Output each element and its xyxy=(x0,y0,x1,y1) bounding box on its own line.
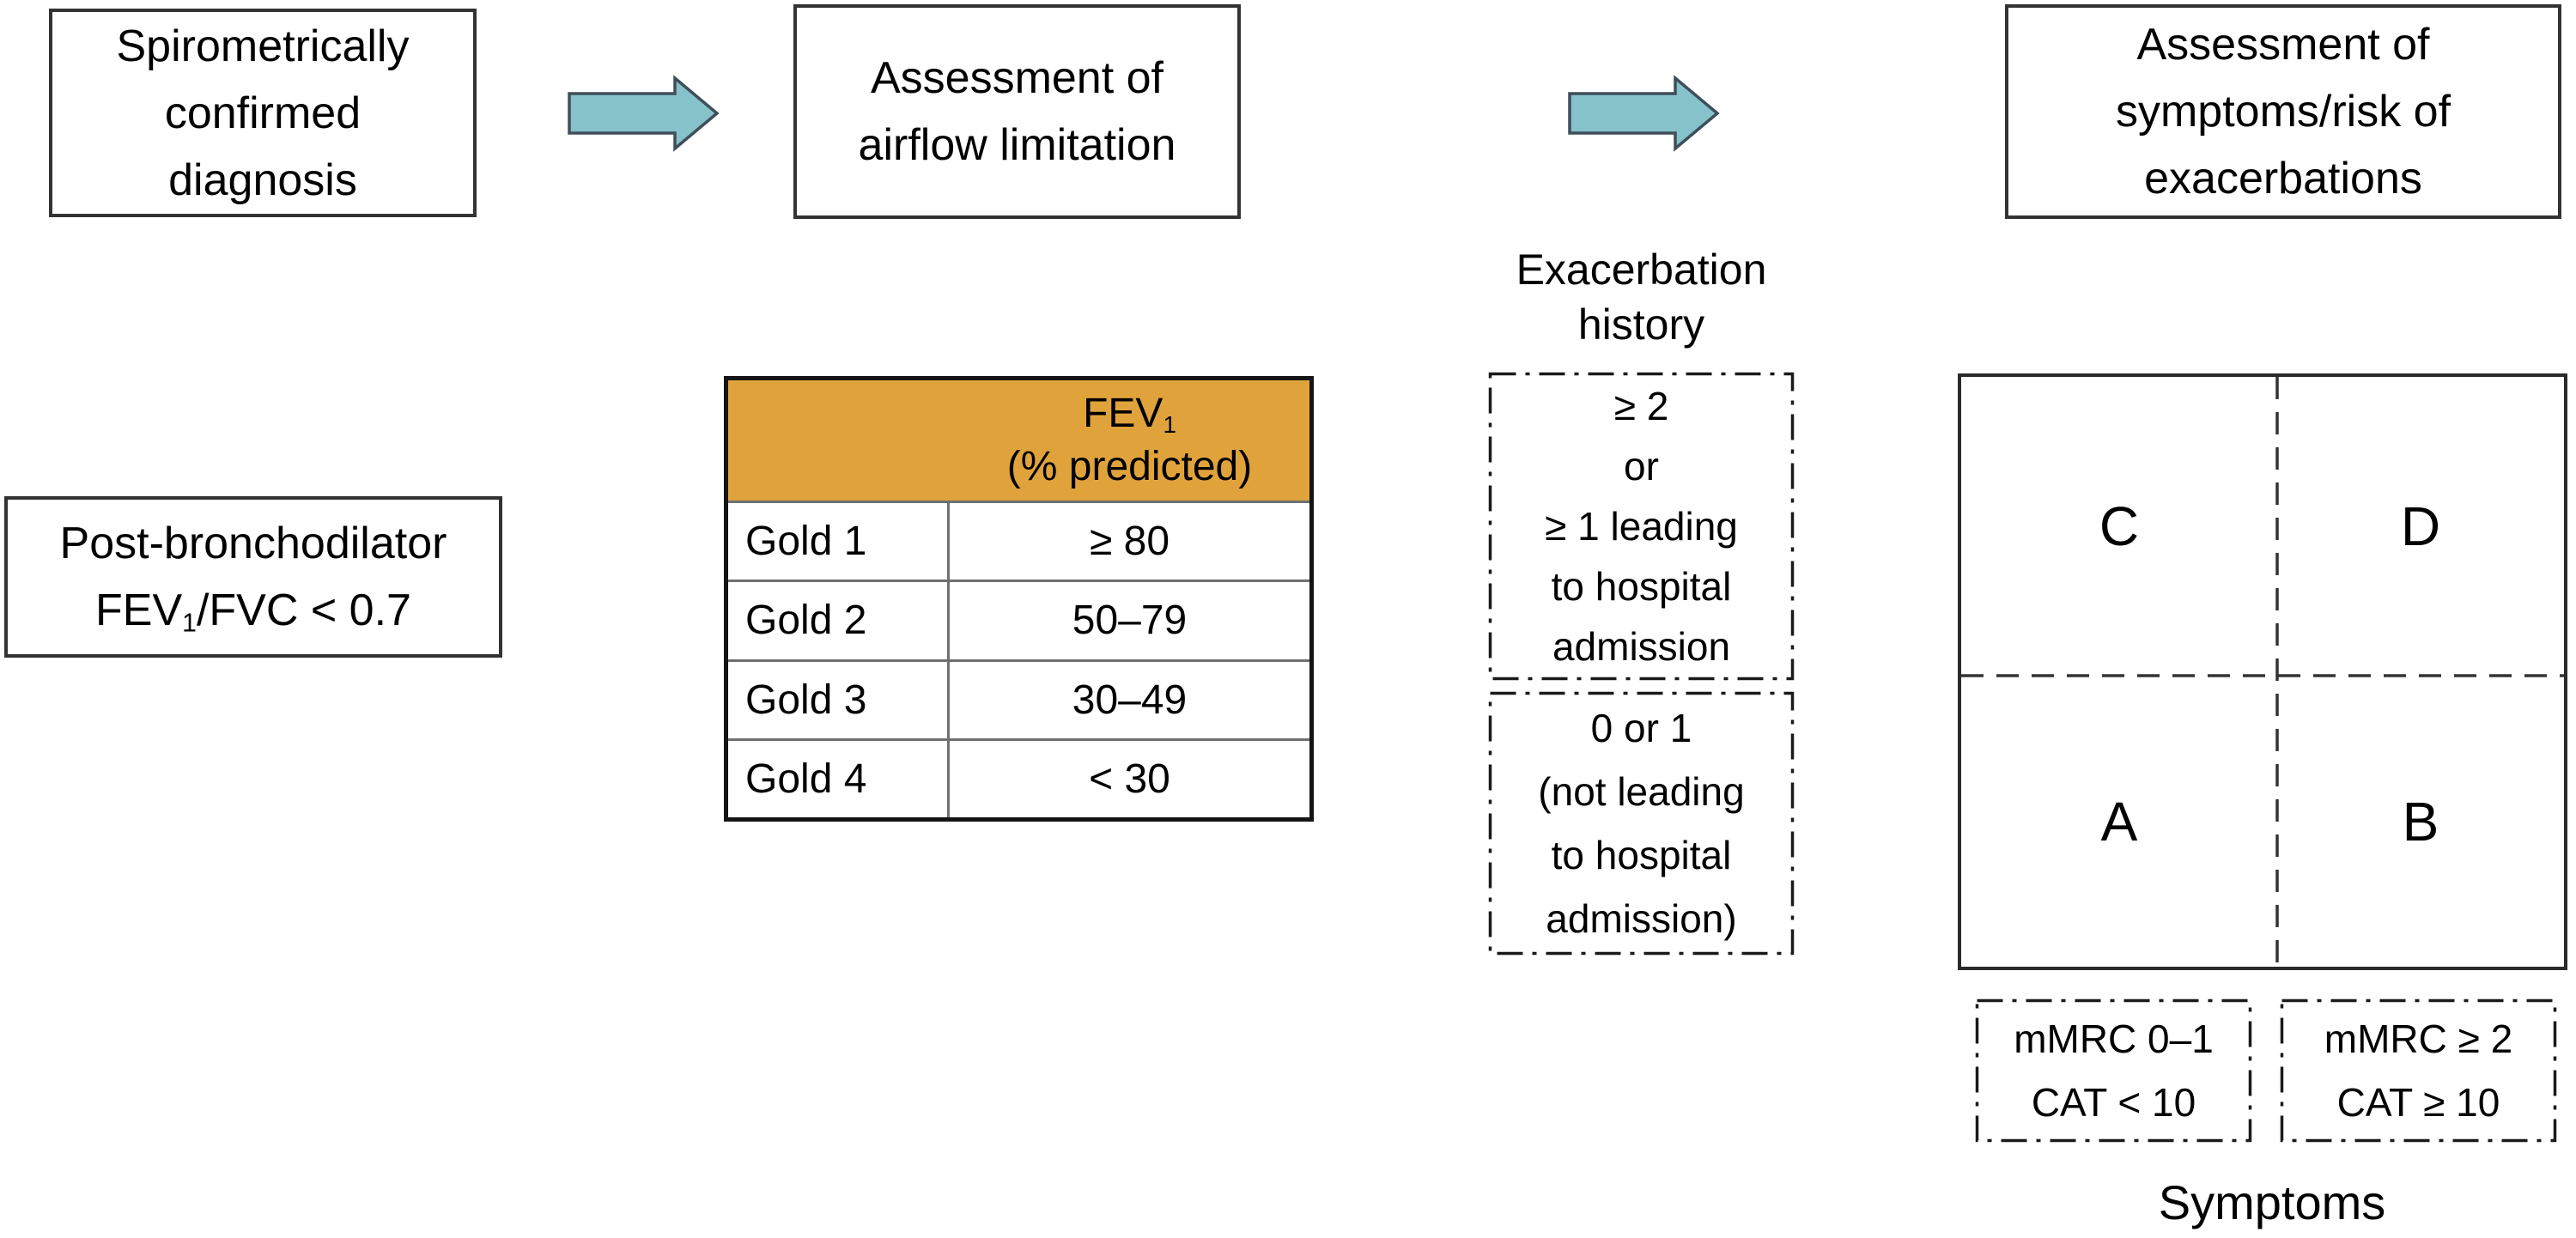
airflow-limitation-box: Assessment of airflow limitation xyxy=(793,4,1241,219)
gold-grade-cell: Gold 1 xyxy=(728,503,950,580)
quadrant-dividers xyxy=(1961,377,2564,967)
symptoms-high-box: mMRC ≥ 2 CAT ≥ 10 xyxy=(2280,998,2557,1143)
exacerbation-history-label: Exacerbation history xyxy=(1516,246,1767,349)
post-bronchodilator-box: Post-bronchodilator FEV1/FVC < 0.7 xyxy=(4,496,502,658)
flow-arrow-2-icon xyxy=(1568,75,1720,152)
gold-table-header: FEV1 (% predicted) xyxy=(728,380,1309,501)
exacerbation-high-risk-box: ≥ 2 or ≥ 1 leading to hospital admission xyxy=(1488,372,1795,681)
spirometric-diagnosis-text: Spirometrically confirmed diagnosis xyxy=(116,21,410,205)
table-row: Gold 2 50–79 xyxy=(728,580,1309,659)
symptoms-risk-text: Assessment of symptoms/risk of exacerbat… xyxy=(2115,20,2451,203)
dash-dot-border xyxy=(2280,998,2557,1143)
exacerbation-low-risk-box: 0 or 1 (not leading to hospital admissio… xyxy=(1488,691,1795,956)
arrow-right-icon xyxy=(568,75,720,152)
table-row: Gold 3 30–49 xyxy=(728,658,1309,738)
quadrant-cell-c: C xyxy=(2099,495,2140,557)
airflow-limitation-text: Assessment of airflow limitation xyxy=(858,53,1176,170)
fev-value-cell: < 30 xyxy=(1089,756,1170,802)
dash-dot-border xyxy=(1488,372,1795,681)
arrow-right-icon xyxy=(1568,75,1720,152)
gold-grade-cell: Gold 4 xyxy=(728,740,950,817)
gold-grade-cell: Gold 3 xyxy=(728,661,950,738)
symptoms-risk-box: Assessment of symptoms/risk of exacerbat… xyxy=(2005,4,2561,219)
post-bronchodilator-text: Post-bronchodilator FEV1/FVC < 0.7 xyxy=(59,519,447,638)
quadrant-cell-b: B xyxy=(2402,790,2439,853)
table-row: Gold 4 < 30 xyxy=(728,737,1309,817)
abcd-quadrant: C D A B xyxy=(1958,373,2567,970)
symptoms-low-text: mMRC 0–1 CAT < 10 xyxy=(2014,1016,2214,1125)
spirometric-diagnosis-box: Spirometrically confirmed diagnosis xyxy=(49,9,477,217)
dash-dot-border xyxy=(1488,691,1795,956)
gold-grade-table: FEV1 (% predicted) Gold 1 ≥ 80 Gold 2 50… xyxy=(724,376,1314,822)
flow-arrow-1-icon xyxy=(568,75,720,152)
symptoms-axis-label: Symptoms xyxy=(2158,1175,2386,1229)
symptoms-high-text: mMRC ≥ 2 CAT ≥ 10 xyxy=(2324,1016,2513,1125)
symptoms-low-box: mMRC 0–1 CAT < 10 xyxy=(1975,998,2252,1143)
fev-value-cell: 50–79 xyxy=(1072,598,1188,644)
dash-dot-border xyxy=(1975,998,2252,1143)
fev-value-cell: ≥ 80 xyxy=(1089,519,1170,565)
quadrant-cell-d: D xyxy=(2400,495,2441,557)
exacerbation-low-risk-text: 0 or 1 (not leading to hospital admissio… xyxy=(1538,706,1745,941)
quadrant-cell-a: A xyxy=(2100,790,2138,853)
exacerbation-high-risk-text: ≥ 2 or ≥ 1 leading to hospital admission xyxy=(1545,384,1738,669)
fev-value-cell: 30–49 xyxy=(1072,677,1188,723)
fev-predicted-header: FEV1 (% predicted) xyxy=(1006,391,1253,489)
table-row: Gold 1 ≥ 80 xyxy=(728,501,1309,580)
gold-grade-cell: Gold 2 xyxy=(728,582,950,659)
gold-table-header-spacer xyxy=(728,380,950,501)
